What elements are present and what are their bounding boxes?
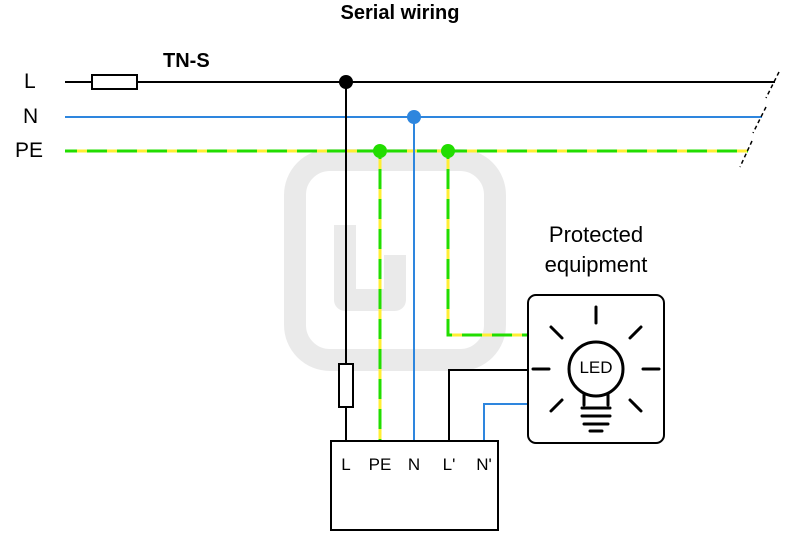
protection-device-box (330, 440, 499, 531)
terminal-n: N (407, 455, 421, 474)
led-label: LED (579, 358, 613, 377)
n-junction-dot (407, 110, 421, 124)
n-break-mark (752, 106, 767, 134)
protected-equipment-box (527, 294, 665, 444)
terminal-l-prime: L' (442, 455, 456, 474)
led-bulb-icon (531, 305, 661, 433)
conductor-label-n: N (23, 105, 39, 128)
terminal-pe: PE (368, 455, 392, 474)
conductor-label-l: L (24, 70, 36, 93)
watermark-logo (284, 149, 506, 371)
system-label: TN-S (163, 50, 210, 72)
pe-break-mark (739, 140, 753, 168)
l-junction-dot (339, 75, 353, 89)
l-break-mark (765, 71, 780, 99)
conductor-label-pe: PE (15, 139, 44, 162)
terminal-l: L (341, 455, 351, 474)
equipment-caption-line1: Protected (548, 222, 644, 247)
pe-equipment-wire (446, 151, 528, 337)
n-prime-wire (483, 403, 528, 441)
l-prime-wire (448, 369, 528, 441)
equipment-caption-line2: equipment (544, 252, 648, 277)
pe-junction-dot-1 (373, 144, 387, 158)
terminal-n-prime: N' (476, 455, 492, 474)
main-fuse (91, 74, 138, 90)
diagram-title: Serial wiring (340, 2, 460, 24)
pe-junction-dot-2 (441, 144, 455, 158)
equipment-caption: Protected equipment (528, 220, 664, 280)
branch-fuse (338, 363, 354, 408)
